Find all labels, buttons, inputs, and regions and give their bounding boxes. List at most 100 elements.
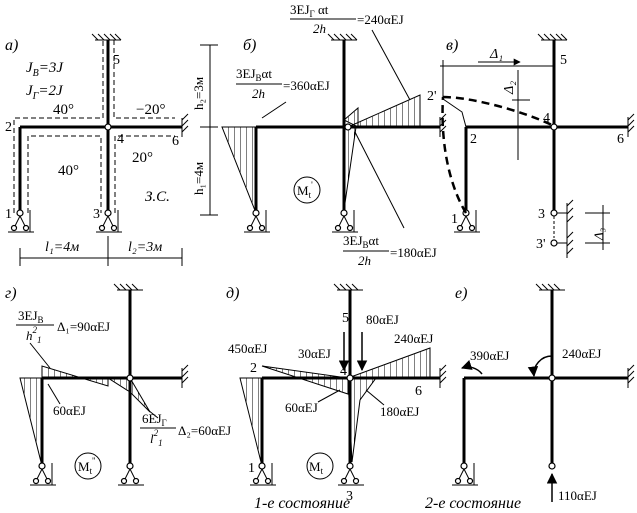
node-6-label: 6 xyxy=(172,134,179,149)
temp-left-top: 40° xyxy=(53,102,74,118)
v-node-2prime: 2' xyxy=(427,89,437,104)
e-val-390: 390αEJ xyxy=(470,348,509,363)
panel-e: е) 390αEJ 240αEJ 110αEJ 2-е состояние xyxy=(425,283,635,512)
d-diagram-beam xyxy=(261,365,349,395)
v-node-3prime: 3' xyxy=(536,237,546,252)
g-diagram-left xyxy=(19,377,43,467)
temp-outline-outer xyxy=(13,40,104,213)
panel-d: д) 5 2 4 6 1 3 4 xyxy=(226,283,447,512)
panel-g-letter: г) xyxy=(5,285,17,302)
panel-v: в) Δ₁ Δ₂ xyxy=(427,33,635,258)
d-diagram-right xyxy=(347,347,431,379)
svg-text:Mt: Mt xyxy=(309,459,324,476)
node-3-label: 3 xyxy=(93,207,100,222)
b-top-formula-val: =240αEJ xyxy=(357,12,404,27)
d-val-80: 80αEJ xyxy=(366,312,399,327)
d-val-30: 30αEJ xyxy=(298,346,331,361)
d-val-240: 240αEJ xyxy=(394,331,433,346)
d-node-4: 4 xyxy=(340,364,347,379)
d-val-450: 450αEJ xyxy=(228,341,267,356)
e-caption: 2-е состояние xyxy=(425,495,521,512)
d-val-180: 180αEJ xyxy=(380,404,419,419)
b-top-formula-den: 2h xyxy=(313,21,326,36)
b-diagram-left xyxy=(221,126,257,214)
temp-outline-outer-right xyxy=(113,40,175,119)
e-val-240: 240αEJ xyxy=(562,346,601,361)
node-5-label: 5 xyxy=(113,53,120,68)
b-left-formula-val: =360αEJ xyxy=(283,78,330,93)
jg-label: JГ=2J xyxy=(26,83,64,102)
temp-right-top: −20° xyxy=(136,102,165,118)
g-left-val: 60αEJ xyxy=(53,403,86,418)
g-right-formula-num: 6EJГ xyxy=(142,411,167,428)
g-right-formula-den: l21 xyxy=(150,428,163,448)
svg-text:Mt': Mt' xyxy=(297,180,313,200)
b-bottom-formula-den: 2h xyxy=(358,253,371,268)
panel-b: б) 3EJГ αt 2h =240α xyxy=(221,2,447,268)
v-deformed-node2 xyxy=(442,98,467,128)
b-diagram-beam-right xyxy=(347,94,421,128)
b-left-formula-num: 3EJВαt xyxy=(236,66,272,83)
panel-a: а) JB=3J JГ=2J xyxy=(5,33,218,266)
d-diagram-col3 xyxy=(347,377,377,463)
d-node-1: 1 xyxy=(248,461,255,476)
d-node-3: 3 xyxy=(346,489,353,504)
hinge-4 xyxy=(104,123,112,131)
e-moment-390 xyxy=(461,359,483,375)
v-node-1: 1 xyxy=(451,212,458,227)
g-top-formula-tail: Δ₁=90αEJ xyxy=(57,319,110,334)
pin-support-1 xyxy=(8,209,34,233)
h1-dimension: h₁=4м xyxy=(191,162,206,195)
b-top-formula-num: 3EJГ αt xyxy=(290,2,329,19)
svg-text:Mt'': Mt'' xyxy=(78,456,96,476)
e-moment-240 xyxy=(527,355,553,378)
g-moment-symbol xyxy=(74,452,102,480)
temp-left-in: 40° xyxy=(58,163,79,179)
b-moment-symbol xyxy=(293,176,321,204)
v-node-4: 4 xyxy=(543,111,550,126)
panel-b-letter: б) xyxy=(243,37,256,54)
panel-g: г) 3EJB h21 Δ₁=90αEJ 60αEJ xyxy=(5,283,231,486)
d-diagram-left xyxy=(239,377,263,467)
pin-support-3 xyxy=(96,209,122,233)
v-delta1: Δ₁ xyxy=(489,47,503,62)
g-top-formula-den: h21 xyxy=(26,325,42,345)
node-2-label: 2 xyxy=(5,120,12,135)
zs-label: З.С. xyxy=(145,189,170,205)
d-node-2: 2 xyxy=(250,361,257,376)
node-4-label: 4 xyxy=(117,132,124,147)
h2-dimension: h₂=3м xyxy=(191,77,206,110)
d-moment-symbol xyxy=(306,452,334,480)
v-node-5: 5 xyxy=(560,53,567,68)
d-caption: 1-е состояние xyxy=(254,495,350,512)
v-node-3: 3 xyxy=(538,207,545,222)
v-node-6: 6 xyxy=(617,132,624,147)
b-left-formula-den: 2h xyxy=(252,86,265,101)
v-node-2: 2 xyxy=(470,132,477,147)
b-diagram-node4 xyxy=(343,106,359,128)
b-bottom-formula-num: 3EJВαt xyxy=(343,233,379,250)
g-right-formula-tail: Δ₂=60αEJ xyxy=(178,423,231,438)
b-hinge-4 xyxy=(344,123,352,131)
d-node-6: 6 xyxy=(415,384,422,399)
temp-right-in: 20° xyxy=(132,150,153,166)
panel-a-letter: а) xyxy=(5,37,18,54)
panel-v-letter: в) xyxy=(446,37,458,54)
b-diagram-col3 xyxy=(343,126,357,211)
panel-e-letter: е) xyxy=(455,285,467,302)
l2-dimension: l₂=3м xyxy=(128,240,162,255)
b-left-leader xyxy=(261,101,287,119)
panel-d-letter: д) xyxy=(226,285,239,302)
temp-outline-inner-left xyxy=(27,135,102,213)
b-top-leader xyxy=(371,29,411,101)
d-node-5: 5 xyxy=(342,311,349,326)
b-bottom-formula-val: =180αEJ xyxy=(390,245,437,260)
g-top-formula-num: 3EJB xyxy=(18,308,44,325)
v-deformed-beam xyxy=(442,95,553,127)
temp-outline-inner-right xyxy=(114,135,175,213)
e-val-110: 110αEJ xyxy=(558,488,597,503)
v-delta3: Δ₃ xyxy=(591,228,606,241)
b-bottom-leader xyxy=(354,131,405,229)
v-delta2: Δ₂ xyxy=(502,81,517,95)
